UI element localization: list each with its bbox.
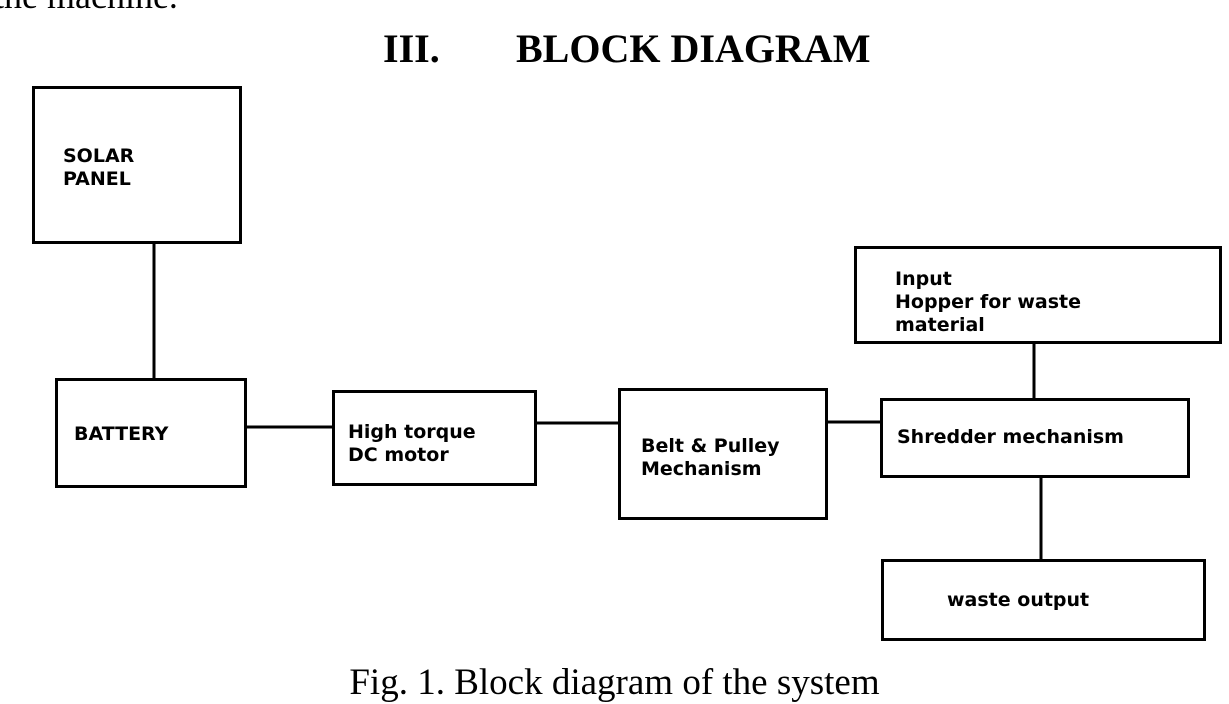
- solar-panel-block: [32, 86, 242, 244]
- hopper-block: [854, 246, 1222, 344]
- battery-block: [55, 378, 247, 488]
- motor-block: [332, 390, 537, 486]
- figure-caption: Fig. 1. Block diagram of the system: [349, 662, 880, 703]
- waste-output-block: [881, 559, 1206, 641]
- battery-label: BATTERY: [74, 423, 169, 445]
- motor-label: High torque DC motor: [348, 421, 476, 466]
- solar-panel-label: SOLAR PANEL: [63, 145, 135, 190]
- section-number: III.: [383, 26, 440, 71]
- shredder-block: [880, 398, 1190, 478]
- belt-pulley-block: [618, 388, 828, 520]
- waste-output-label: waste output: [947, 589, 1090, 611]
- preceding-text-fragment: the machine.: [0, 0, 178, 14]
- belt-pulley-label: Belt & Pulley Mechanism: [641, 435, 780, 480]
- shredder-label: Shredder mechanism: [897, 426, 1124, 448]
- hopper-label: Input Hopper for waste material: [895, 268, 1081, 336]
- section-title: BLOCK DIAGRAM: [516, 26, 871, 71]
